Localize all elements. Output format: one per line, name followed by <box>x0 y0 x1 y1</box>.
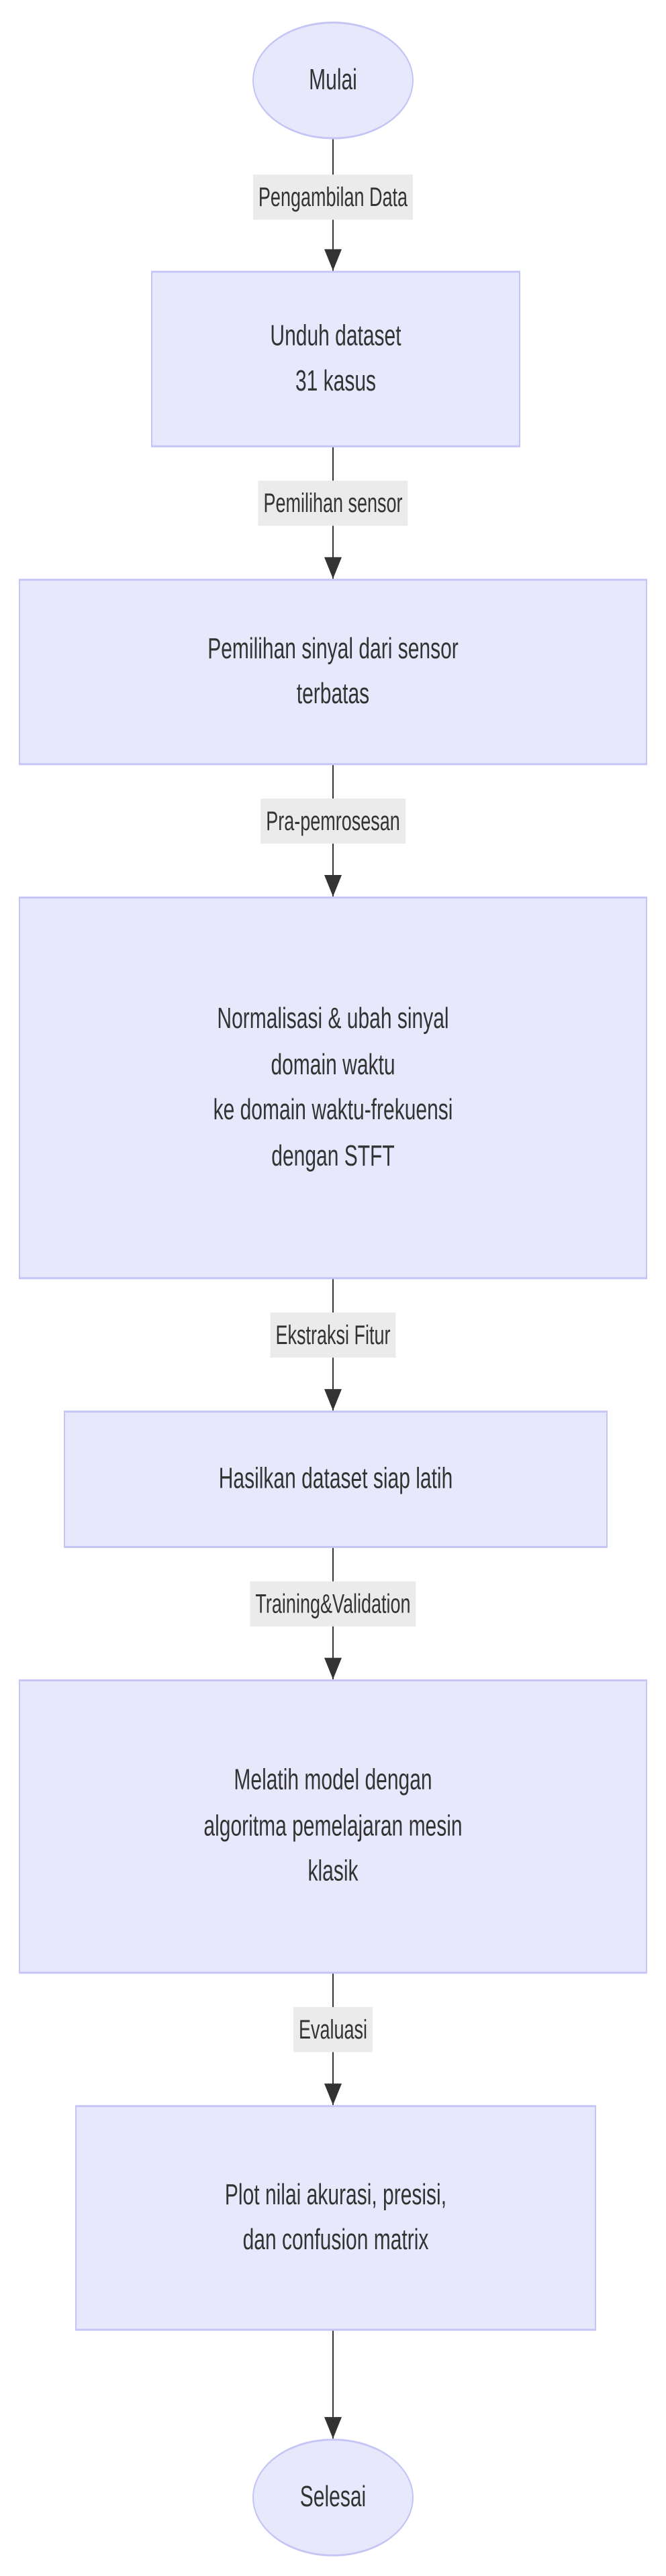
edge-label-pra-pemrosesan: Pra-pemrosesan <box>260 798 406 844</box>
node-generate-dataset-label: Hasilkan dataset siap latih <box>218 1462 453 1495</box>
edge-label-pengambilan-data: Pengambilan Data <box>252 174 414 221</box>
arrowhead-train-evaluate <box>324 2083 342 2106</box>
edge-label-ekstraksi-fitur: Ekstraksi Fitur <box>270 1312 396 1358</box>
edge-label-training-validation: Training&Validation <box>250 1581 416 1627</box>
node-start[interactable]: Mulai <box>252 21 414 140</box>
node-end-label: Selesai <box>299 2481 367 2514</box>
arrowhead-dataset-train <box>324 1657 342 1680</box>
arrowhead-download-select <box>324 557 342 579</box>
node-select-signal-label: Pemilihan sinyal dari sensor terbatas <box>207 632 459 711</box>
edge-label-pemilihan-sensor: Pemilihan sensor <box>258 480 408 527</box>
arrowhead-preprocess-dataset <box>324 1389 342 1411</box>
node-preprocess[interactable]: Normalisasi & ubah sinyal domain waktu k… <box>19 896 647 1280</box>
node-preprocess-label: Normalisasi & ubah sinyal domain waktu k… <box>213 1002 453 1172</box>
arrowhead-evaluate-end <box>324 2417 342 2439</box>
connector-evaluate-end <box>332 2330 334 2439</box>
node-evaluate-plot-label: Plot nilai akurasi, presisi, dan confusi… <box>224 2178 447 2257</box>
arrowhead-select-preprocess <box>324 875 342 897</box>
node-train-model[interactable]: Melatih model dengan algoritma pemelajar… <box>19 1679 647 1974</box>
arrowhead-start-download <box>324 249 342 271</box>
node-generate-dataset[interactable]: Hasilkan dataset siap latih <box>64 1410 608 1548</box>
node-train-model-label: Melatih model dengan algoritma pemelajar… <box>203 1763 463 1888</box>
node-select-signal[interactable]: Pemilihan sinyal dari sensor terbatas <box>19 578 647 766</box>
node-download-dataset[interactable]: Unduh dataset 31 kasus <box>151 270 520 448</box>
node-download-dataset-label: Unduh dataset 31 kasus <box>270 319 401 398</box>
edge-label-evaluasi: Evaluasi <box>293 2007 373 2053</box>
node-end[interactable]: Selesai <box>252 2438 414 2557</box>
node-start-label: Mulai <box>309 64 357 97</box>
node-evaluate-plot[interactable]: Plot nilai akurasi, presisi, dan confusi… <box>75 2105 596 2331</box>
